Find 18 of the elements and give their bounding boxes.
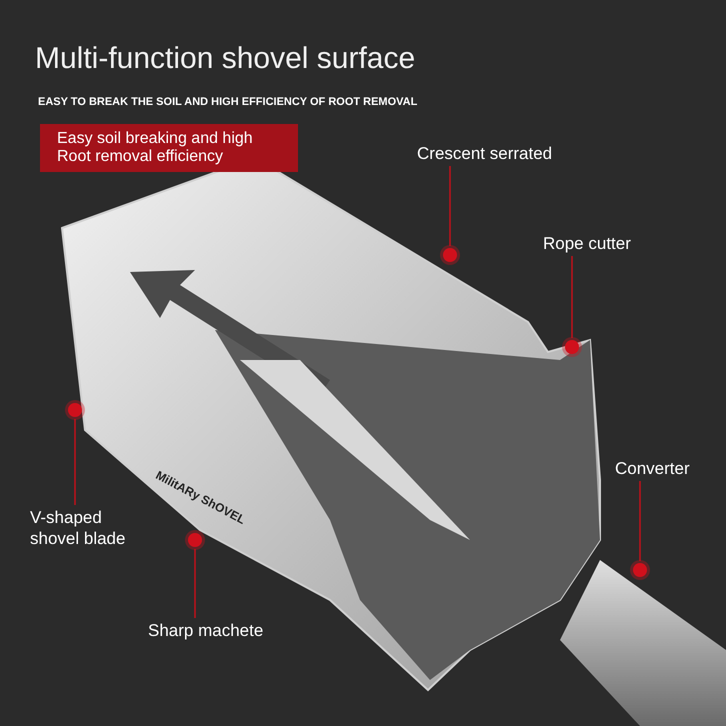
feature-banner: Easy soil breaking and high Root removal efficiency [40,124,298,172]
callout-label: V-shaped shovel blade [30,507,145,549]
marker-dot [68,403,82,417]
callout-label: Sharp machete [148,620,264,641]
marker-dot [565,340,579,354]
title: Multi-function shovel surface [35,42,416,76]
leader-line [194,549,196,618]
subtitle: EASY TO BREAK THE SOIL AND HIGH EFFICIENCY OF ROOT REMOVAL [38,96,418,108]
leader-line [639,481,641,561]
marker-dot [633,563,647,577]
callout-label: Rope cutter [543,233,631,254]
marker-dot [188,533,202,547]
leader-line [449,166,451,246]
callout-label: Converter [615,458,690,479]
callout-label: Crescent serrated [417,143,552,164]
leader-line [74,419,76,505]
marker-dot [443,248,457,262]
leader-line [571,256,573,338]
